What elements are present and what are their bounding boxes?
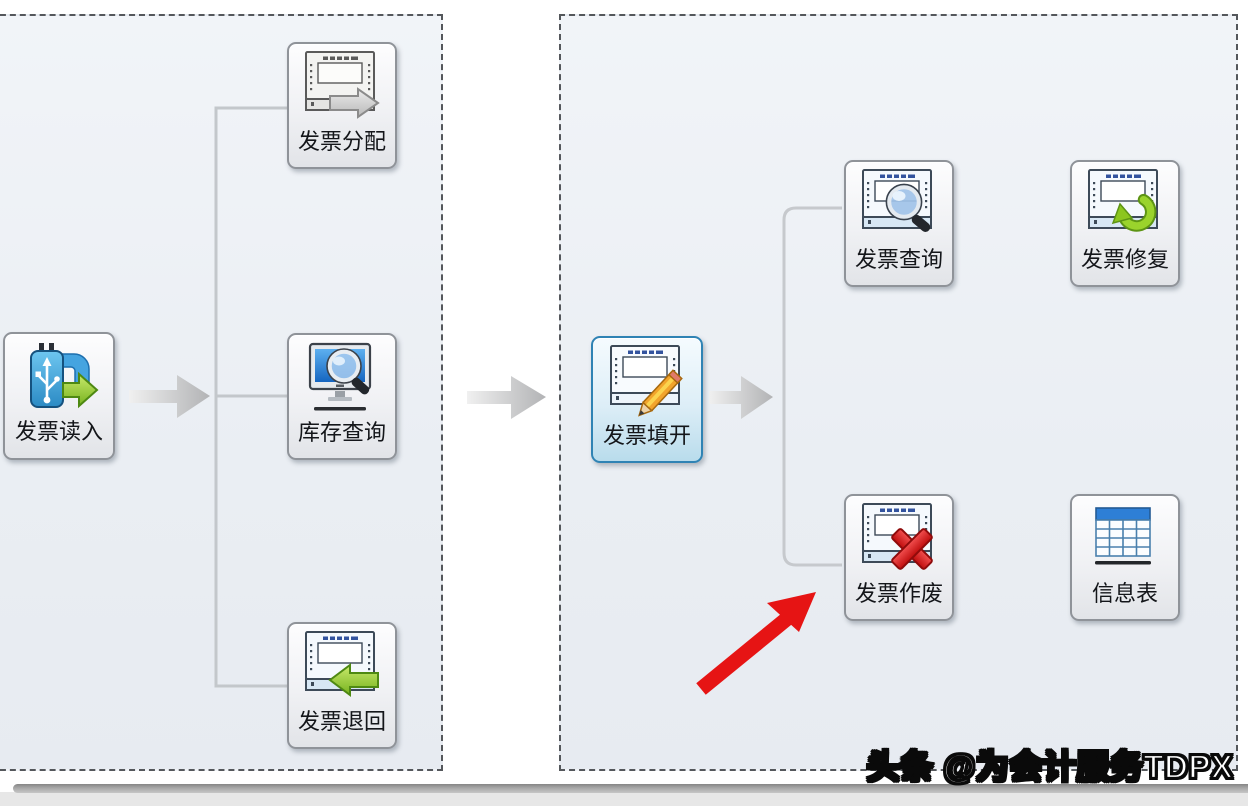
node-info-table-button[interactable]: 信息表 [1070,494,1180,621]
node-inventory-query-button[interactable]: 库存查询 [287,333,397,460]
node-label: 发票读入 [14,419,103,444]
inventory-query-icon [308,342,372,411]
node-label: 信息表 [1091,581,1158,606]
node-label: 发票修复 [1080,247,1169,272]
node-invoice-void-button[interactable]: 发票作废 [844,494,954,621]
node-label: 发票退回 [297,709,386,734]
window-bottom-strip [0,792,1248,806]
node-label: 库存查询 [297,420,386,445]
invoice-void-icon [862,503,933,570]
node-label: 发票分配 [297,129,386,154]
node-invoice-fill-button[interactable]: 发票填开 [591,336,703,463]
watermark-text: 头条 @为会计服务TDPX [865,747,1234,786]
window-bottom-edge [13,784,1248,793]
node-invoice-return-button[interactable]: 发票退回 [287,622,397,749]
node-invoice-distribute-button[interactable]: 发票分配 [287,42,397,169]
node-label: 发票填开 [602,423,691,448]
invoice-return-icon [305,631,379,697]
flow-arrow-icon [467,376,546,419]
node-invoice-repair-button[interactable]: 发票修复 [1070,160,1180,287]
node-label: 发票作废 [854,581,943,606]
invoice-repair-icon [1088,169,1158,232]
invoice-distribute-icon [305,51,380,119]
invoice-query-icon [862,169,932,232]
node-invoice-query-button[interactable]: 发票查询 [844,160,954,287]
node-invoice-read-button[interactable]: 发票读入 [3,332,115,460]
invoice-fill-icon [610,345,683,417]
usb-import-icon [30,343,99,409]
info-table-icon [1095,507,1151,565]
node-label: 发票查询 [854,247,943,272]
